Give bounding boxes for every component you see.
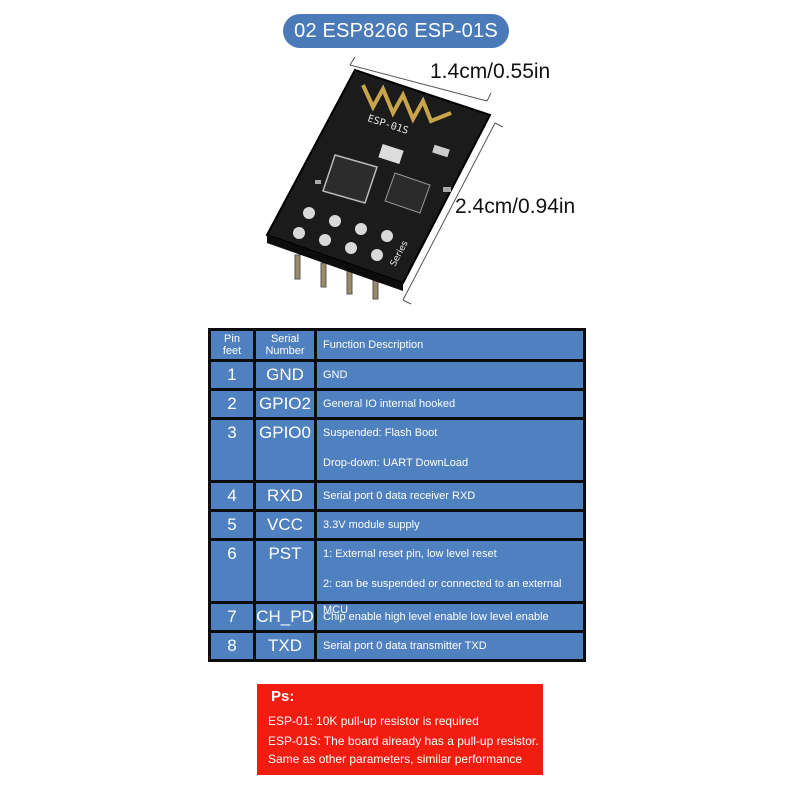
height-dimension-line: [402, 122, 496, 301]
serial-name: TXD: [253, 630, 317, 662]
description-line: GND: [323, 369, 348, 381]
crystal-oscillator: [378, 143, 404, 165]
pin-number: 4: [208, 480, 256, 512]
function-description: GND: [314, 359, 586, 391]
header-pads: [293, 207, 393, 261]
pin-number: 3: [208, 417, 256, 483]
ps-line-3: Same as other parameters, similar perfor…: [268, 752, 523, 766]
ps-line-2: ESP-01S: The board already has a pull-up…: [268, 734, 539, 748]
pin-number: 2: [208, 388, 256, 420]
height-dimension-label: 2.4cm/0.94in: [455, 195, 576, 218]
description-line: 3.3V module supply: [323, 519, 420, 531]
esp8266-chip: [322, 154, 378, 204]
header-function-description: Function Description: [314, 328, 586, 362]
function-description: 1: External reset pin, low level reset 2:…: [314, 538, 586, 616]
ps-title: Ps:: [271, 688, 295, 705]
serial-name: GPIO2: [253, 388, 317, 420]
description-line: Serial port 0 data transmitter TXD: [323, 640, 487, 652]
page-title: 02 ESP8266 ESP-01S: [283, 14, 509, 48]
ps-line-1: ESP-01: 10K pull-up resistor is required: [268, 714, 479, 728]
function-description: Chip enable high level enable low level …: [314, 601, 586, 633]
width-dimension-line: [349, 64, 488, 102]
pcb-antenna: [361, 84, 452, 124]
description-line: Drop-down: UART DownLoad: [323, 457, 469, 469]
pin-number: 6: [208, 538, 256, 604]
function-description: Serial port 0 data transmitter TXD: [314, 630, 586, 662]
serial-name: PST: [253, 538, 317, 604]
pin-number: 5: [208, 509, 256, 541]
description-line: 1: External reset pin, low level reset: [323, 548, 497, 560]
width-dimension-label: 1.4cm/0.55in: [430, 60, 551, 83]
esp01s-module-illustration: ESP-01S Series: [265, 56, 504, 305]
description-line: Chip enable high level enable low level …: [323, 611, 549, 623]
description-line: 2: can be suspended or connected to an e…: [323, 578, 562, 616]
serial-name: CH_PD: [253, 601, 317, 633]
ps-note-box: Ps: ESP-01: 10K pull-up resistor is requ…: [257, 684, 543, 775]
description-line: Serial port 0 data receiver RXD: [323, 490, 476, 502]
serial-name: GND: [253, 359, 317, 391]
description-line: General IO internal hooked: [323, 398, 456, 410]
function-description: Serial port 0 data receiver RXD: [314, 480, 586, 512]
flash-chip: [384, 172, 431, 214]
function-description: General IO internal hooked: [314, 388, 586, 420]
description-line: Suspended: Flash Boot: [323, 427, 438, 439]
function-description: 3.3V module supply: [314, 509, 586, 541]
serial-name: VCC: [253, 509, 317, 541]
pin-number: 8: [208, 630, 256, 662]
pin-number: 1: [208, 359, 256, 391]
serial-name: GPIO0: [253, 417, 317, 483]
pin-number: 7: [208, 601, 256, 633]
serial-name: RXD: [253, 480, 317, 512]
